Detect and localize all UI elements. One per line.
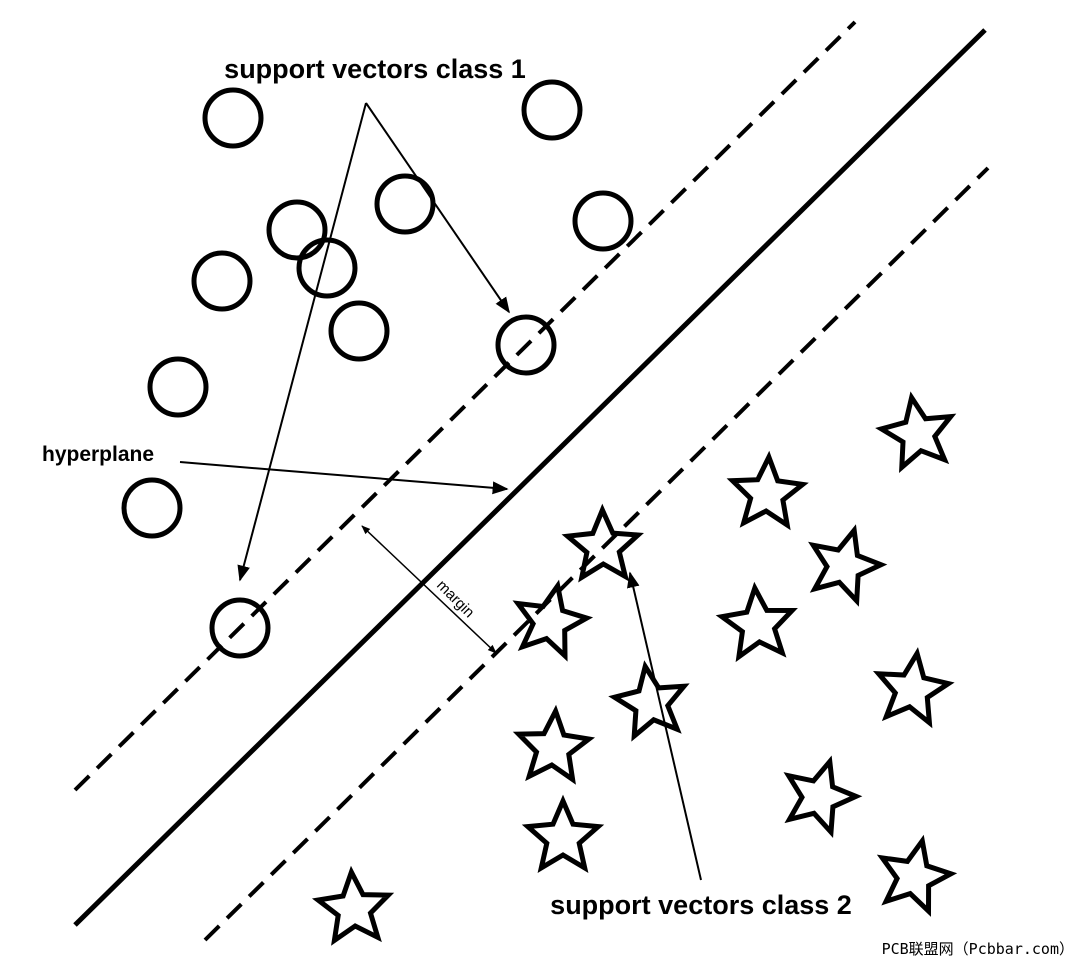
class2-star xyxy=(311,865,395,946)
class1-circle xyxy=(202,87,264,149)
class1-circle xyxy=(147,356,209,418)
class1-circle xyxy=(296,237,358,299)
class2-star xyxy=(872,647,955,729)
margin-line-lower xyxy=(203,166,990,942)
arrow-class1-to-lower-sv xyxy=(237,102,367,582)
annotation-arrows xyxy=(179,102,702,881)
arrow-class2-to-sv xyxy=(627,571,702,881)
arrow-hyperplane xyxy=(179,461,509,495)
class1-points xyxy=(121,79,634,659)
hyperplane-line xyxy=(73,28,987,927)
class2-star xyxy=(512,579,594,662)
class1-circle xyxy=(572,190,634,252)
class1-circle xyxy=(121,477,183,539)
class2-star xyxy=(783,755,863,838)
arrow-margin xyxy=(361,525,497,654)
class1-circle xyxy=(328,300,390,362)
class2-star xyxy=(726,450,809,531)
watermark: PCB联盟网（Pcbbar.com） xyxy=(882,940,1074,958)
margin-line-upper xyxy=(73,20,857,792)
class1-circle xyxy=(191,250,253,312)
arrow-class1-to-upper-sv xyxy=(365,102,510,314)
class1-circle xyxy=(266,199,328,261)
class1-circle xyxy=(374,173,436,235)
class1-support-vector-circle xyxy=(495,314,557,376)
class2-star xyxy=(875,391,957,474)
class1-circle xyxy=(521,79,583,141)
class2-star xyxy=(608,660,690,742)
class2-star xyxy=(808,524,888,607)
class1-support-vector-circle xyxy=(209,597,271,659)
class2-support-vector-star xyxy=(561,503,644,583)
label-support-vectors-class1: support vectors class 1 xyxy=(224,54,526,84)
class2-star xyxy=(512,704,596,785)
label-support-vectors-class2: support vectors class 2 xyxy=(550,890,852,920)
class2-star xyxy=(521,794,605,874)
class2-points xyxy=(311,391,958,946)
class2-star xyxy=(876,834,958,917)
class2-star xyxy=(715,581,798,663)
label-hyperplane: hyperplane xyxy=(42,443,154,466)
